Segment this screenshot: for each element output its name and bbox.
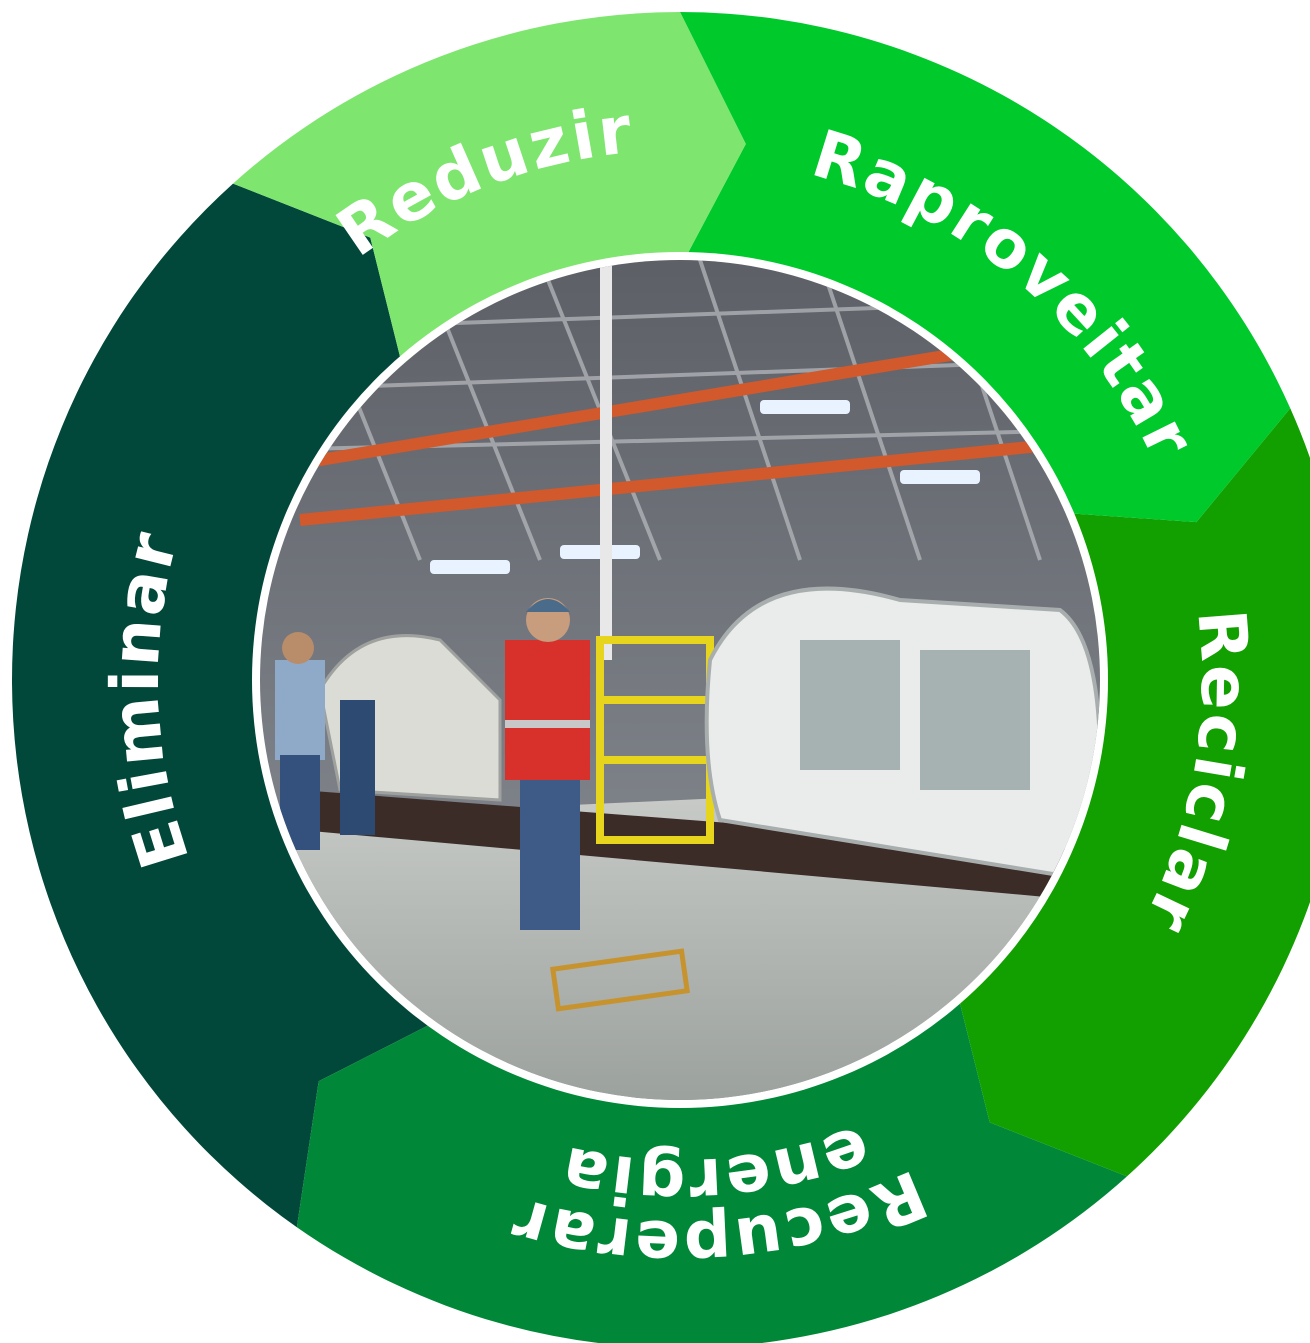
segment-reduzir: [233, 12, 746, 374]
segment-reciclar: [955, 408, 1310, 1177]
segment-raproveitar: [680, 12, 1291, 523]
factory-photo: [260, 260, 1100, 1100]
segment-recuperar: [296, 986, 1127, 1343]
